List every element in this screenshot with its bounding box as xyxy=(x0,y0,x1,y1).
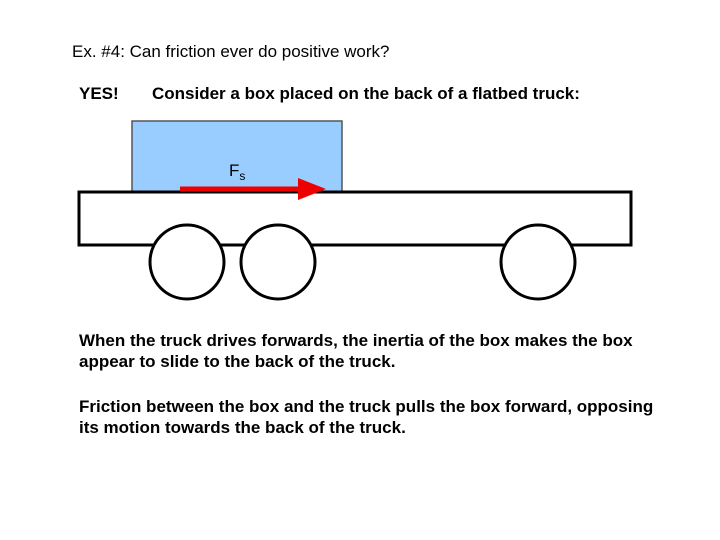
friction-force-label: Fs xyxy=(229,161,245,183)
rear-left-wheel xyxy=(239,223,317,301)
force-symbol: F xyxy=(229,161,239,180)
explanation-paragraph-2: Friction between the box and the truck p… xyxy=(79,397,654,437)
explanation-paragraph-1: When the truck drives forwards, the iner… xyxy=(79,331,633,371)
friction-force-arrowhead xyxy=(298,178,326,200)
truck-diagram: Fs xyxy=(77,120,633,301)
answer-text: YES! xyxy=(79,84,119,103)
right-wheel xyxy=(499,223,577,301)
slide-title: Ex. #4: Can friction ever do positive wo… xyxy=(72,42,390,61)
lead-in-text: Consider a box placed on the back of a f… xyxy=(152,84,580,103)
front-left-wheel xyxy=(148,223,226,301)
box xyxy=(131,120,343,193)
force-subscript: s xyxy=(239,169,245,183)
